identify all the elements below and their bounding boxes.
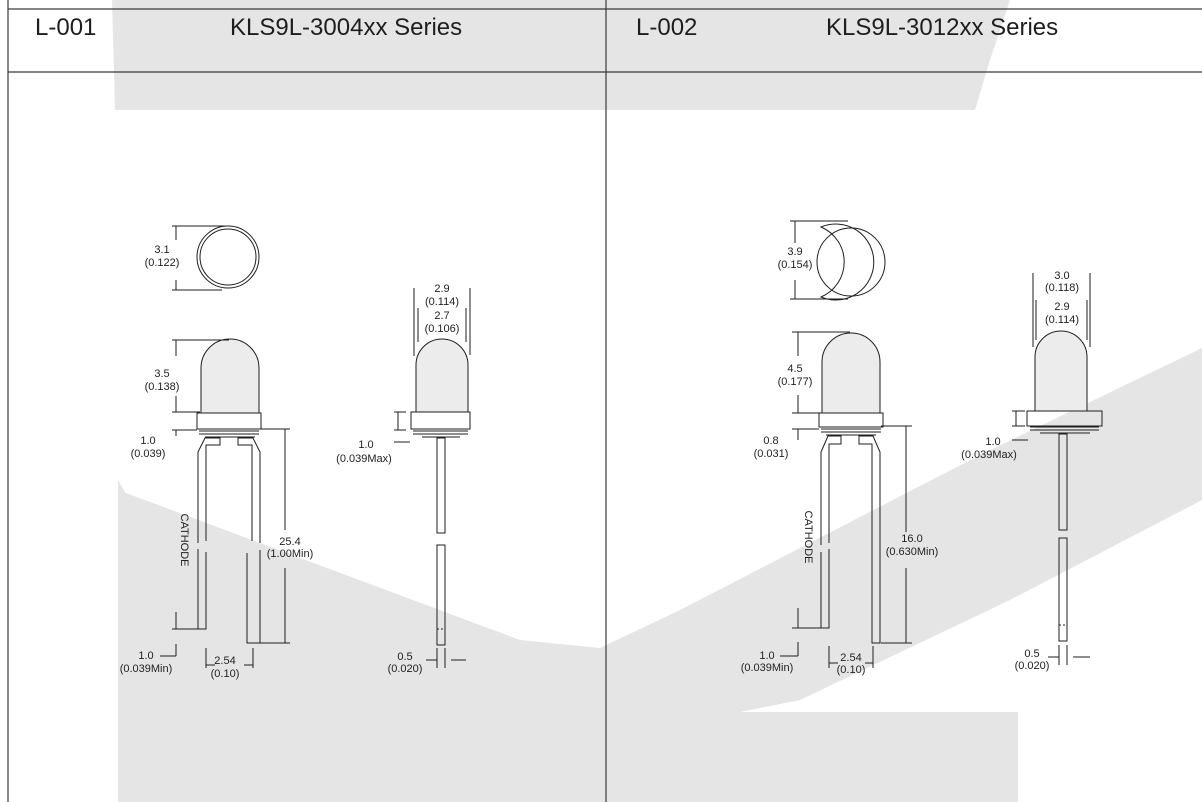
p1-side-flange-value: 1.0	[358, 439, 373, 451]
p1-lead-width-value: 0.5	[397, 651, 412, 663]
p1-lead-length-value: 25.4	[279, 536, 300, 548]
top-view-inner-circle	[199, 228, 257, 286]
panel2-code: L-002	[636, 14, 698, 41]
p1-lead-length-inch: (1.00Min)	[267, 548, 313, 560]
top-view-flat-circle	[819, 223, 875, 301]
p2-side-inner-value: 2.9	[1054, 301, 1069, 313]
panel1-series-title: KLS9L-3004xx Series	[230, 14, 463, 41]
panel2-series-title: KLS9L-3012xx Series	[826, 14, 1059, 41]
front-lens	[200, 338, 260, 414]
p1-collar-value: 1.0	[140, 435, 155, 447]
p2-collar-value: 0.8	[763, 435, 778, 447]
p1-pitch-inch: (0.10)	[211, 668, 240, 680]
p2-side-outer-inch: (0.118)	[1045, 282, 1079, 294]
p2-lead-length-inch: (0.630Min)	[886, 546, 939, 558]
p2-lens-height-inch: (0.177)	[778, 376, 813, 388]
p2-side-flange-inch: (0.039Max)	[961, 449, 1017, 461]
p1-side-flange-inch: (0.039Max)	[336, 453, 392, 465]
p2-pitch-inch: (0.10)	[837, 664, 866, 676]
p2-collar-inch: (0.031)	[754, 448, 789, 460]
panel1-code: L-001	[35, 14, 97, 41]
front-lens	[821, 332, 881, 414]
p1-top-dim-inch: (0.122)	[145, 257, 180, 269]
p1-side-inner-inch: (0.106)	[425, 323, 460, 335]
p2-side-flange-value: 1.0	[985, 436, 1000, 448]
p1-lead-end-value: 1.0	[138, 650, 153, 662]
p1-cathode-label: CATHODE	[178, 514, 190, 567]
top-view-outer-circle	[196, 225, 260, 289]
p2-lead-end-value: 1.0	[759, 650, 774, 662]
p2-lead-length-value: 16.0	[901, 533, 922, 545]
p2-lead-width-inch: (0.020)	[1015, 660, 1050, 672]
p1-top-dim-value: 3.1	[154, 244, 169, 256]
p2-lens-height-value: 4.5	[787, 363, 802, 375]
p1-pitch-value: 2.54	[214, 655, 235, 667]
p1-side-outer-value: 2.9	[434, 283, 449, 295]
p2-top-dim-value: 3.9	[787, 246, 802, 258]
p1-collar-inch: (0.039)	[131, 448, 166, 460]
p1-lens-height-value: 3.5	[154, 368, 169, 380]
p2-pitch-value: 2.54	[840, 652, 861, 664]
p2-lead-end-inch: (0.039Min)	[741, 662, 794, 674]
p2-cathode-label: CATHODE	[802, 511, 814, 564]
front-collar	[196, 412, 262, 430]
top-view-inner-circle	[816, 227, 886, 297]
p1-lead-end-inch: (0.039Min)	[120, 663, 173, 675]
p2-side-inner-inch: (0.114)	[1045, 314, 1079, 326]
side-lens	[415, 338, 469, 413]
p1-side-inner-value: 2.7	[434, 310, 449, 322]
p1-lens-height-inch: (0.138)	[145, 381, 180, 393]
p2-top-dim-inch: (0.154)	[778, 259, 813, 271]
p2-lead-width-value: 0.5	[1024, 648, 1039, 660]
p2-side-outer-value: 3.0	[1054, 270, 1069, 282]
p1-side-outer-inch: (0.114)	[425, 296, 459, 308]
p1-lead-width-inch: (0.020)	[388, 663, 423, 675]
